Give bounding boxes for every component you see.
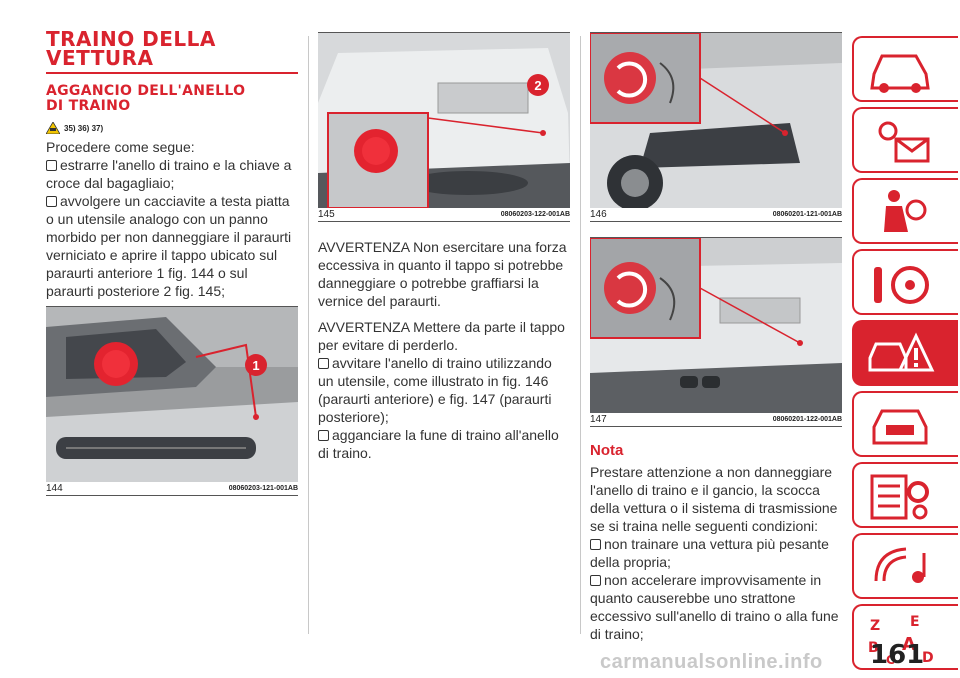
- page-number: 161: [870, 640, 925, 670]
- dashboard-lights-icon: [878, 121, 930, 163]
- step-item: estrarre l'anello di traino e la chiave …: [46, 156, 298, 192]
- svg-text:B: B: [868, 640, 879, 656]
- tab-technical-data[interactable]: [852, 462, 958, 528]
- svg-text:C: C: [886, 653, 895, 667]
- svg-text:2: 2: [534, 78, 541, 93]
- figure-code: 08060203-122-001AB: [500, 211, 570, 218]
- rear-bumper-illustration: 2: [318, 33, 570, 208]
- callout-marker: [527, 74, 549, 96]
- svg-text:1: 1: [252, 358, 259, 373]
- tab-vehicle[interactable]: [852, 36, 958, 102]
- tab-multimedia[interactable]: [852, 533, 958, 599]
- car-icon: [870, 54, 930, 93]
- rear-ring-installation-illustration: [590, 238, 842, 413]
- warning-refs-text: 35) 36) 37): [64, 123, 104, 133]
- section-title: TRAINO DELLA VETTURA: [46, 27, 298, 70]
- column-2: AVVERTENZA Non esercitare una forza ecce…: [318, 238, 570, 462]
- figure-code: 08060201-121-001AB: [772, 211, 842, 218]
- index-icon: Z E B A C D: [868, 614, 934, 667]
- safety-airbag-icon: [884, 190, 927, 232]
- figure-146: 146 08060201-121-001AB: [590, 32, 842, 222]
- figure-147: 147 08060201-122-001AB: [590, 237, 842, 427]
- figure-145-image: 2: [318, 33, 570, 208]
- figure-145: 2 145 08060203-122-001AB: [318, 32, 570, 222]
- note-item: non trainare una vettura più pesante del…: [590, 535, 842, 571]
- tab-starting-driving[interactable]: [852, 249, 958, 315]
- figure-147-caption: 147 08060201-122-001AB: [590, 413, 842, 427]
- column-3: Nota Prestare attenzione a non danneggia…: [590, 442, 842, 643]
- figure-code: 08060201-122-001AB: [772, 416, 842, 423]
- figure-number: 145: [318, 209, 335, 220]
- checkbox-bullet-icon: [318, 358, 329, 369]
- figure-number: 147: [590, 414, 607, 425]
- step-item: avvolgere un cacciavite a testa piatta o…: [46, 192, 298, 300]
- warning-references: 35) 36) 37): [46, 122, 298, 134]
- tab-maintenance[interactable]: [852, 391, 958, 457]
- callout-marker: [245, 354, 267, 376]
- tab-safety[interactable]: [852, 178, 958, 244]
- column-divider: [308, 36, 309, 634]
- step-text: estrarre l'anello di traino e la chiave …: [46, 157, 292, 191]
- figure-number: 146: [590, 209, 607, 220]
- step-item: avvitare l'anello di traino utilizzando …: [318, 354, 570, 426]
- emergency-icon: [868, 332, 935, 372]
- note-text: Prestare attenzione a non danneggiare l'…: [590, 464, 838, 534]
- step-item: agganciare la fune di traino all'anello …: [318, 426, 570, 462]
- column-divider: [580, 36, 581, 634]
- title-rule: [46, 72, 298, 74]
- checkbox-bullet-icon: [590, 575, 601, 586]
- subsection-title: AGGANCIO DELL'ANELLO DI TRAINO: [46, 84, 298, 114]
- figure-144-caption: 144 08060203-121-001AB: [46, 482, 298, 496]
- front-bumper-illustration: 1: [46, 307, 298, 482]
- multimedia-icon: [874, 547, 926, 583]
- car-maintenance-icon: [872, 409, 928, 445]
- warning-paragraph-1: AVVERTENZA Non esercitare una forza ecce…: [318, 239, 567, 309]
- front-ring-installation-illustration: [590, 33, 842, 208]
- chapter-tabs: Z E B A C D: [852, 36, 958, 675]
- section-title-line-2: VETTURA: [46, 46, 154, 70]
- checkbox-bullet-icon: [590, 539, 601, 550]
- tab-index[interactable]: Z E B A C D: [852, 604, 958, 670]
- note-item-text: non trainare una vettura più pesante del…: [590, 536, 829, 570]
- tab-emergency[interactable]: [852, 320, 958, 386]
- svg-text:D: D: [922, 650, 934, 666]
- checkbox-bullet-icon: [318, 430, 329, 441]
- subsection-title-line-1: AGGANCIO DELL'ANELLO: [46, 83, 246, 99]
- figure-145-caption: 145 08060203-122-001AB: [318, 208, 570, 222]
- warning-triangle-icon: [46, 122, 60, 134]
- figure-146-image: [590, 33, 842, 208]
- technical-data-icon: [870, 474, 929, 520]
- figure-number: 144: [46, 483, 63, 494]
- svg-text:E: E: [910, 614, 920, 630]
- svg-text:A: A: [902, 634, 916, 655]
- figure-146-caption: 146 08060201-121-001AB: [590, 208, 842, 222]
- checkbox-bullet-icon: [46, 160, 57, 171]
- step-text: avvolgere un cacciavite a testa piatta o…: [46, 193, 292, 299]
- figure-code: 08060203-121-001AB: [228, 485, 298, 492]
- intro-text: Procedere come segue:: [46, 139, 195, 155]
- subsection-title-line-2: DI TRAINO: [46, 98, 131, 114]
- svg-text:Z: Z: [870, 618, 880, 634]
- tab-dashboard-lights[interactable]: [852, 107, 958, 173]
- note-item-text: non accelerare improvvisamente in quanto…: [590, 572, 839, 642]
- checkbox-bullet-icon: [46, 196, 57, 207]
- watermark: carmanualsonline.info: [600, 651, 823, 673]
- figure-144-image: 1: [46, 307, 298, 482]
- section-title-line-1: TRAINO DELLA: [46, 27, 216, 51]
- step-text: avvitare l'anello di traino utilizzando …: [318, 355, 552, 425]
- figure-147-image: [590, 238, 842, 413]
- figure-144: 1 144 08060203-121-001AB: [46, 306, 298, 496]
- warning-paragraph-2: AVVERTENZA Mettere da parte il tappo per…: [318, 319, 565, 353]
- starting-driving-icon: [874, 266, 929, 304]
- step-text: agganciare la fune di traino all'anello …: [318, 427, 559, 461]
- note-heading: Nota: [590, 442, 624, 459]
- note-item: non accelerare improvvisamente in quanto…: [590, 571, 842, 643]
- column-1: TRAINO DELLA VETTURA AGGANCIO DELL'ANELL…: [46, 27, 298, 300]
